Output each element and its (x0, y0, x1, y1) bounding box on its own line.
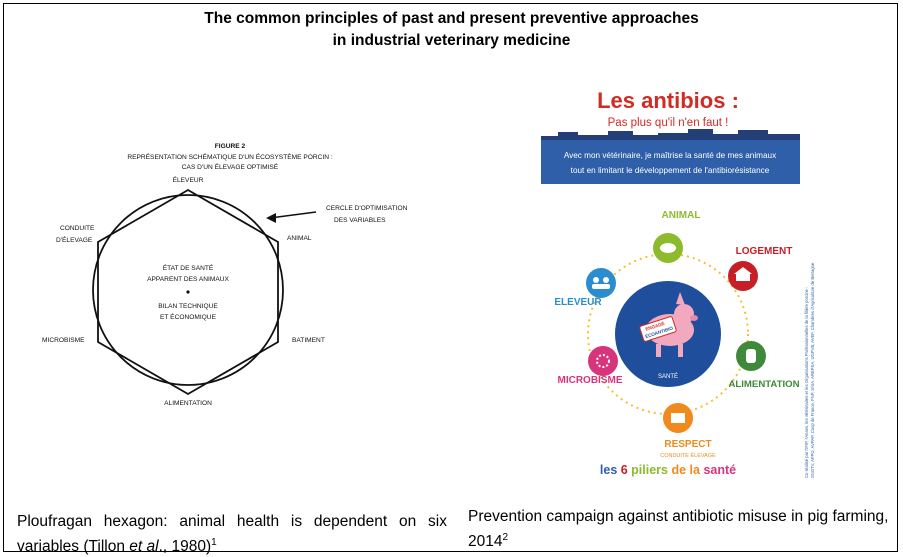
pillar-label-microbisme: MICROBISME (558, 375, 623, 386)
center-dot (186, 290, 190, 294)
poster-headline: Les antibios : (597, 88, 739, 113)
slide-title-line1: The common principles of past and presen… (204, 10, 699, 27)
arrow-head-icon (266, 213, 276, 223)
vertex-eleveur: ÉLEVEUR (173, 175, 204, 184)
pig-head-icon (674, 304, 694, 324)
barn-roof-icon (734, 267, 752, 274)
side-credit-line2: SNGTV, AFPO, AVPAP, Coop de France, FNP,… (810, 262, 815, 478)
feed-sack-icon (746, 349, 756, 363)
vertex-conduite-line2: D'ÉLEVAGE (56, 235, 93, 244)
microbisme-pillar-icon (588, 346, 618, 376)
person-icon (603, 277, 609, 283)
pillar-label-eleveur: ELEVEUR (554, 297, 602, 308)
pillar-label-respect: RESPECT (664, 439, 711, 450)
left-caption-italic: et al (129, 538, 159, 556)
ploufragan-hexagon-figure: FIGURE 2 REPRÉSENTATION SCHÉMATIQUE D'UN… (42, 143, 408, 407)
center-text-line4: ET ÉCONOMIQUE (160, 312, 217, 321)
microbe-icon (596, 354, 610, 368)
pillar-label-animal: ANIMAL (662, 210, 701, 221)
footer-prefix: les (600, 463, 621, 477)
pillar-label-alimentation: ALIMENTATION (728, 379, 799, 390)
arrow-label-line1: CERCLE D'OPTIMISATION (326, 205, 408, 212)
pillar-label-respect-sub: CONDUITE ÉLEVAGE (660, 452, 716, 459)
person-icon (593, 277, 599, 283)
footer-word-sante: santé (703, 463, 736, 477)
people-body-icon (592, 284, 610, 289)
vertex-conduite-line1: CONDUITE (60, 225, 95, 232)
footer-number: 6 (621, 463, 628, 477)
pig-leg-icon (678, 344, 683, 357)
poster-footer: les 6 piliers de la santé (600, 463, 736, 477)
vertex-alimentation: ALIMENTATION (164, 400, 212, 407)
center-text-line3: BILAN TECHNIQUE (158, 303, 218, 310)
right-caption: Prevention campaign against antibiotic m… (468, 506, 893, 552)
center-text-line2: APPARENT DES ANIMAUX (147, 276, 229, 283)
slide-title-line2: in industrial veterinary medicine (332, 32, 571, 49)
center-text-line1: ÉTAT DE SANTÉ (163, 263, 214, 272)
left-caption: Ploufragan hexagon: animal health is dep… (17, 511, 447, 557)
right-caption-ref: 2 (502, 532, 509, 543)
side-credit-line1: Co-réalisé par l'IFIP, l'Anses, les vété… (804, 287, 809, 478)
pig-leg-icon (656, 344, 661, 357)
banner-line1: Avec mon vétérinaire, je maîtrise la san… (564, 151, 776, 160)
pig-icon (660, 243, 676, 253)
optimisation-arrow (269, 211, 317, 219)
barn-icon (736, 273, 750, 281)
vertex-animal: ANIMAL (287, 235, 312, 242)
pig-sign (639, 316, 677, 342)
pillar-ring (587, 253, 749, 415)
slide-frame (3, 3, 898, 552)
right-caption-text: Prevention campaign against antibiotic m… (468, 508, 889, 551)
skyline-silhouette (541, 129, 800, 141)
left-caption-tail: ., 1980) (158, 538, 212, 556)
hexagon-shape (97, 188, 279, 396)
slide-title: The common principles of past and presen… (0, 8, 903, 52)
poster-subheadline: Pas plus qu'il n'en faut ! (608, 117, 729, 129)
folder-icon (671, 413, 685, 423)
figure-subtitle-line1: REPRÉSENTATION SCHÉMATIQUE D'UN ÉCOSYSTÈ… (127, 152, 332, 161)
pig-ear-icon (676, 292, 685, 305)
left-caption-text: Ploufragan hexagon: animal health is dep… (17, 513, 447, 556)
optimisation-circle (92, 194, 284, 386)
footer-word-piliers: piliers (628, 463, 672, 477)
left-caption-ref: 1 (211, 537, 217, 548)
figure-subtitle-line2: CAS D'UN ÉLEVAGE OPTIMISÉ (182, 162, 279, 171)
vertex-batiment: BATIMENT (292, 337, 325, 344)
figure-label: FIGURE 2 (215, 143, 246, 150)
pillar-label-logement: LOGEMENT (736, 246, 793, 257)
antibio-campaign-poster: Les antibios : Pas plus qu'il n'en faut … (538, 78, 818, 490)
arrow-label-line2: DES VARIABLES (334, 217, 386, 224)
eleveur-pillar-icon (586, 268, 616, 298)
banner-line2: tout en limitant le développement de l'a… (571, 166, 770, 175)
poster-banner (541, 140, 800, 184)
pig-snout-icon (690, 315, 698, 321)
center-badge: SANTÉ (658, 373, 678, 380)
footer-word-de-la: de la (671, 463, 703, 477)
vertex-microbisme: MICROBISME (42, 337, 85, 344)
